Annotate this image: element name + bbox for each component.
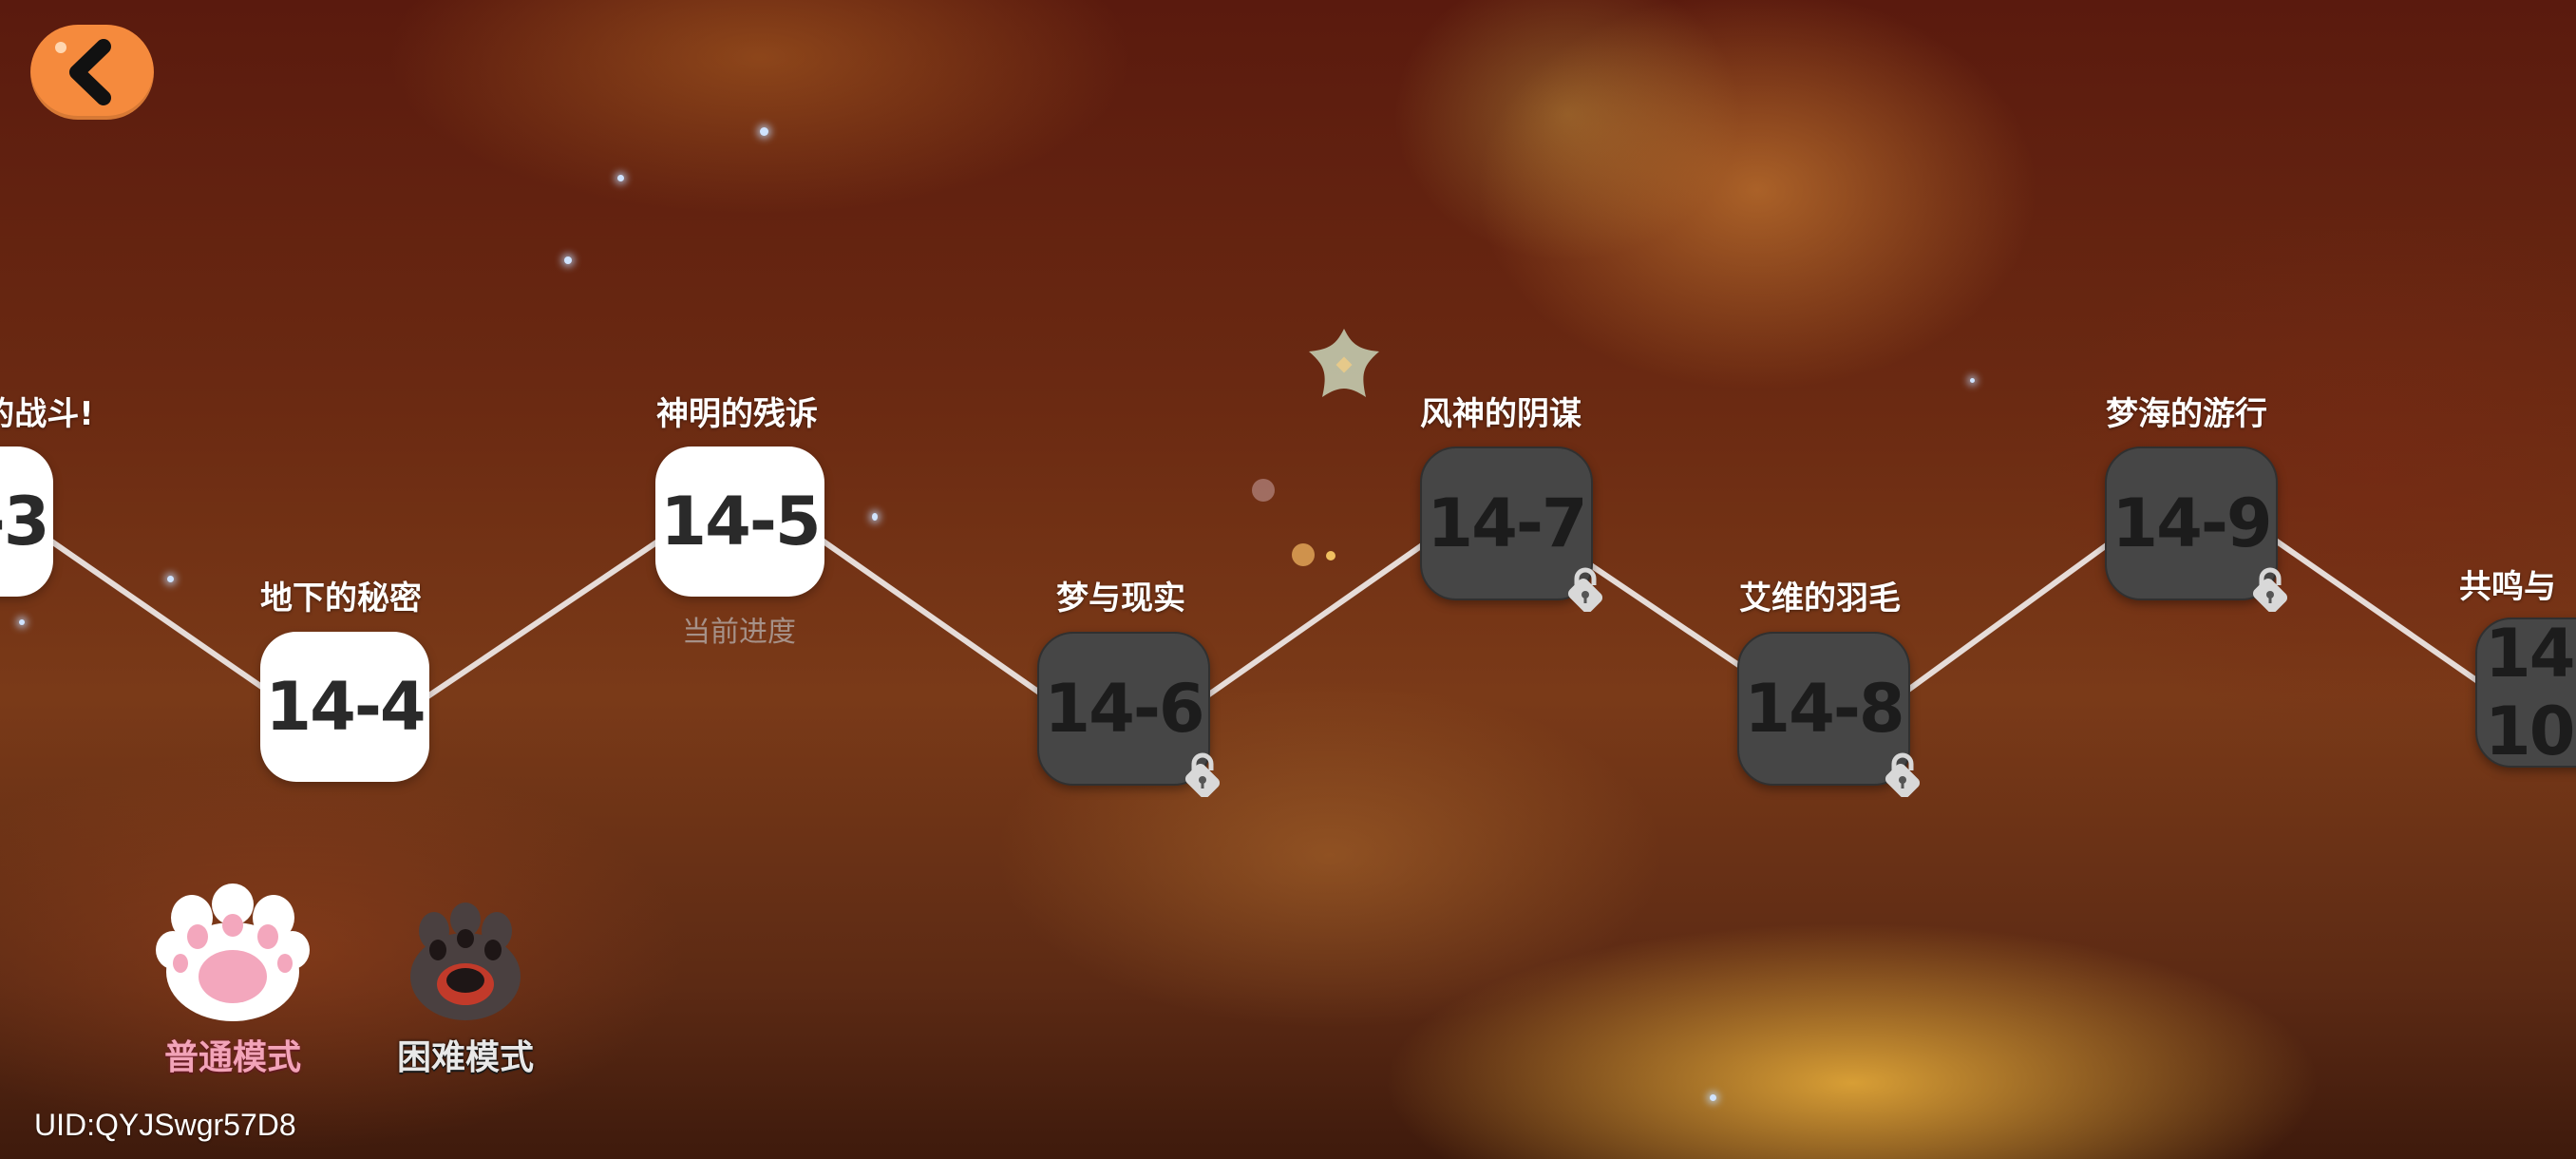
level-title: 的战斗! — [0, 395, 94, 433]
level-node-14-8[interactable]: 14-8 — [1737, 632, 1921, 797]
level-number: 14-10 — [2485, 615, 2576, 770]
level-node-14-9[interactable]: 14-9 — [2105, 446, 2288, 612]
level-title: 梦与现实 — [1056, 580, 1185, 618]
user-id: UID:QYJSwgr57D8 — [34, 1108, 296, 1142]
level-node-14-10[interactable]: 14-10 — [2475, 615, 2576, 770]
path-segment — [415, 534, 668, 706]
orb — [1326, 551, 1335, 560]
path-segment — [1887, 534, 2121, 706]
level-title: 艾维的羽毛 — [1739, 580, 1901, 618]
flower-star-icon — [1309, 329, 1379, 397]
path-segment — [35, 529, 288, 706]
path-segment — [2267, 534, 2491, 692]
white-paw-icon — [156, 884, 310, 1021]
level-number: 14-3 — [0, 483, 50, 560]
lock-icon — [1885, 752, 1921, 797]
level-title: 风神的阴谋 — [1420, 395, 1582, 433]
mode-label: 普通模式 — [163, 1038, 301, 1077]
level-node-14-3[interactable]: 14-3 — [0, 446, 53, 597]
level-number: 14-5 — [660, 483, 821, 560]
chevron-left-icon — [69, 39, 111, 105]
level-number: 14-9 — [2112, 484, 2272, 562]
sparkle — [19, 619, 25, 625]
sparkle — [564, 256, 572, 264]
lock-icon — [1184, 752, 1221, 797]
orb — [1292, 543, 1315, 566]
level-node-14-4[interactable]: 14-4 — [260, 632, 429, 782]
sparkle — [167, 576, 174, 582]
orb — [1252, 479, 1275, 502]
lock-icon — [2252, 567, 2288, 612]
current-progress-label: 当前进度 — [682, 616, 796, 649]
level-number: 14-4 — [265, 668, 426, 746]
dark-paw-icon — [410, 902, 521, 1020]
level-node-14-6[interactable]: 14-6 — [1037, 632, 1221, 797]
level-number: 14-8 — [1744, 670, 1904, 748]
sparkle — [1710, 1094, 1716, 1101]
path-segment — [1194, 534, 1437, 706]
path-segment — [1574, 553, 1770, 687]
mode-label: 困难模式 — [397, 1038, 535, 1077]
sparkle — [872, 513, 878, 521]
back-button[interactable] — [30, 25, 154, 120]
sparkle — [617, 175, 624, 181]
sparkle — [1970, 378, 1975, 383]
lock-icon — [1567, 567, 1603, 612]
highlight-dot — [55, 42, 66, 53]
level-number: 14-7 — [1427, 484, 1587, 562]
hard-mode-button[interactable]: 困难模式 — [397, 901, 534, 1079]
level-title: 共鸣与 — [2459, 568, 2556, 606]
level-title: 地下的秘密 — [260, 580, 422, 618]
level-node-14-5[interactable]: 14-5 — [655, 446, 824, 597]
level-title: 神明的残诉 — [656, 395, 818, 433]
normal-mode-button[interactable]: 普通模式 — [152, 882, 313, 1079]
sparkle — [760, 127, 768, 136]
level-node-14-7[interactable]: 14-7 — [1420, 446, 1603, 612]
path-segment — [814, 534, 1057, 706]
level-title: 梦海的游行 — [2106, 395, 2267, 433]
level-number: 14-6 — [1044, 670, 1204, 748]
